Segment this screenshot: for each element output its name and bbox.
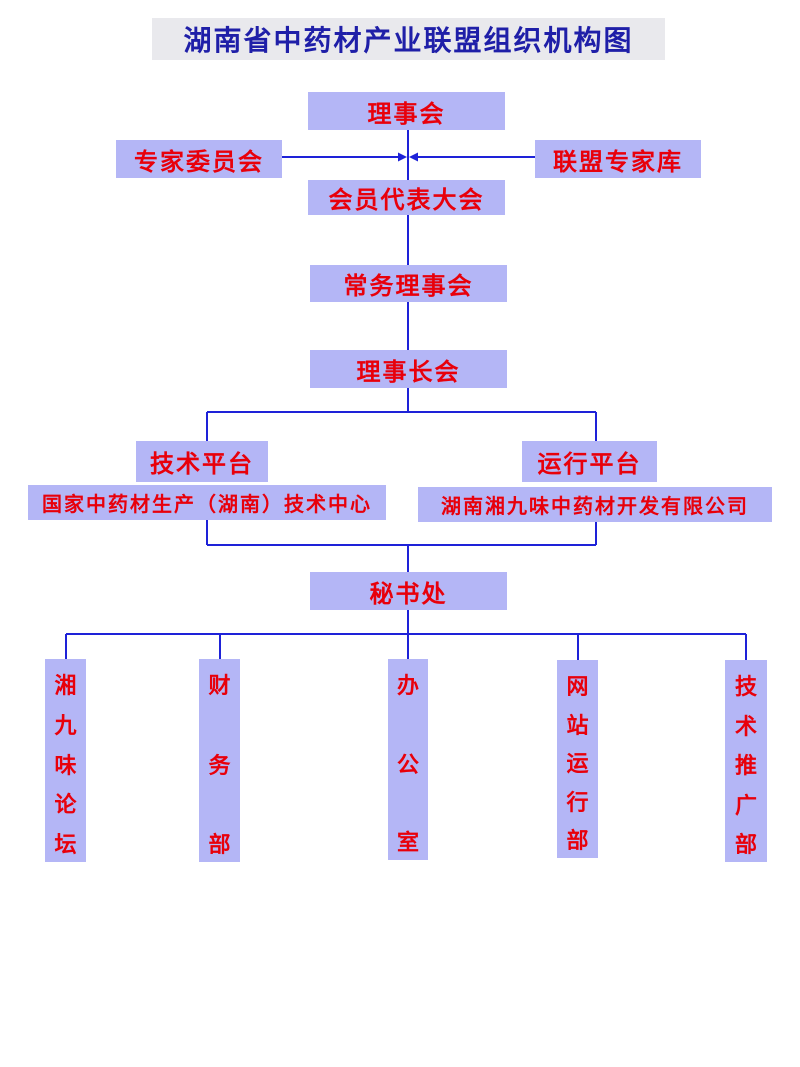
dept-office: 办公室 bbox=[388, 659, 428, 860]
dept-website-label: 网站运行部 bbox=[557, 674, 598, 854]
dept-label-char: 坛 bbox=[54, 832, 77, 858]
node-expert-committee-label: 专家委员会 bbox=[134, 146, 264, 176]
dept-label-char: 部 bbox=[734, 832, 757, 858]
node-tech-platform: 技术平台 bbox=[136, 441, 268, 482]
dept-label-char: 财 bbox=[208, 673, 231, 699]
dept-label-char: 广 bbox=[734, 792, 757, 819]
dept-label-char: 务 bbox=[208, 752, 231, 779]
dept-label-char: 网 bbox=[566, 674, 589, 700]
node-expert-pool: 联盟专家库 bbox=[535, 140, 701, 178]
dept-label-char: 论 bbox=[54, 792, 77, 819]
dept-label-char: 公 bbox=[396, 751, 419, 778]
node-ops-platform-label: 运行平台 bbox=[537, 449, 642, 478]
node-standing-council-label: 常务理事会 bbox=[343, 271, 474, 300]
dept-finance-label: 财务部 bbox=[199, 673, 240, 858]
node-standing-council: 常务理事会 bbox=[310, 265, 507, 302]
node-company: 湖南湘九味中药材开发有限公司 bbox=[418, 487, 772, 522]
node-chairman-meeting-label: 理事长会 bbox=[356, 356, 461, 386]
dept-label-char: 部 bbox=[208, 832, 231, 858]
dept-tech-promotion: 技术推广部 bbox=[725, 660, 767, 862]
node-member-congress-label: 会员代表大会 bbox=[328, 185, 485, 214]
dept-label-char: 术 bbox=[734, 713, 757, 740]
dept-finance: 财务部 bbox=[199, 659, 240, 862]
node-tech-center: 国家中药材生产（湖南）技术中心 bbox=[28, 485, 386, 520]
dept-label-char: 行 bbox=[566, 789, 589, 816]
dept-forum-label: 湘九味论坛 bbox=[45, 673, 86, 858]
dept-label-char: 湘 bbox=[54, 673, 77, 699]
node-tech-platform-label: 技术平台 bbox=[150, 449, 254, 478]
dept-label-char: 九 bbox=[54, 712, 77, 739]
node-member-congress: 会员代表大会 bbox=[308, 180, 505, 215]
dept-label-char: 技 bbox=[734, 674, 757, 700]
node-secretariat-label: 秘书处 bbox=[369, 578, 448, 608]
node-expert-committee: 专家委员会 bbox=[116, 140, 282, 178]
dept-label-char: 室 bbox=[396, 830, 419, 856]
node-expert-pool-label: 联盟专家库 bbox=[553, 146, 683, 176]
dept-label-char: 办 bbox=[396, 673, 419, 699]
dept-tech-promotion-label: 技术推广部 bbox=[725, 674, 767, 858]
chart-title-box: 湖南省中药材产业联盟组织机构图 bbox=[152, 18, 665, 60]
node-chairman-meeting: 理事长会 bbox=[310, 350, 507, 388]
dept-label-char: 站 bbox=[566, 712, 589, 739]
dept-label-char: 运 bbox=[566, 751, 589, 777]
dept-office-label: 办公室 bbox=[388, 673, 428, 856]
dept-label-char: 部 bbox=[566, 828, 589, 854]
chart-title: 湖南省中药材产业联盟组织机构图 bbox=[183, 24, 634, 57]
arrow-head-right bbox=[398, 152, 407, 162]
arrow-head-left bbox=[409, 152, 418, 162]
dept-label-char: 推 bbox=[734, 753, 757, 779]
node-tech-center-label: 国家中药材生产（湖南）技术中心 bbox=[42, 492, 372, 516]
dept-forum: 湘九味论坛 bbox=[45, 659, 86, 862]
node-council-label: 理事会 bbox=[367, 98, 446, 128]
node-council: 理事会 bbox=[308, 92, 505, 130]
node-ops-platform: 运行平台 bbox=[522, 441, 657, 482]
node-company-label: 湖南湘九味中药材开发有限公司 bbox=[441, 494, 749, 518]
node-secretariat: 秘书处 bbox=[310, 572, 507, 610]
dept-label-char: 味 bbox=[54, 752, 77, 779]
dept-website: 网站运行部 bbox=[557, 660, 598, 858]
